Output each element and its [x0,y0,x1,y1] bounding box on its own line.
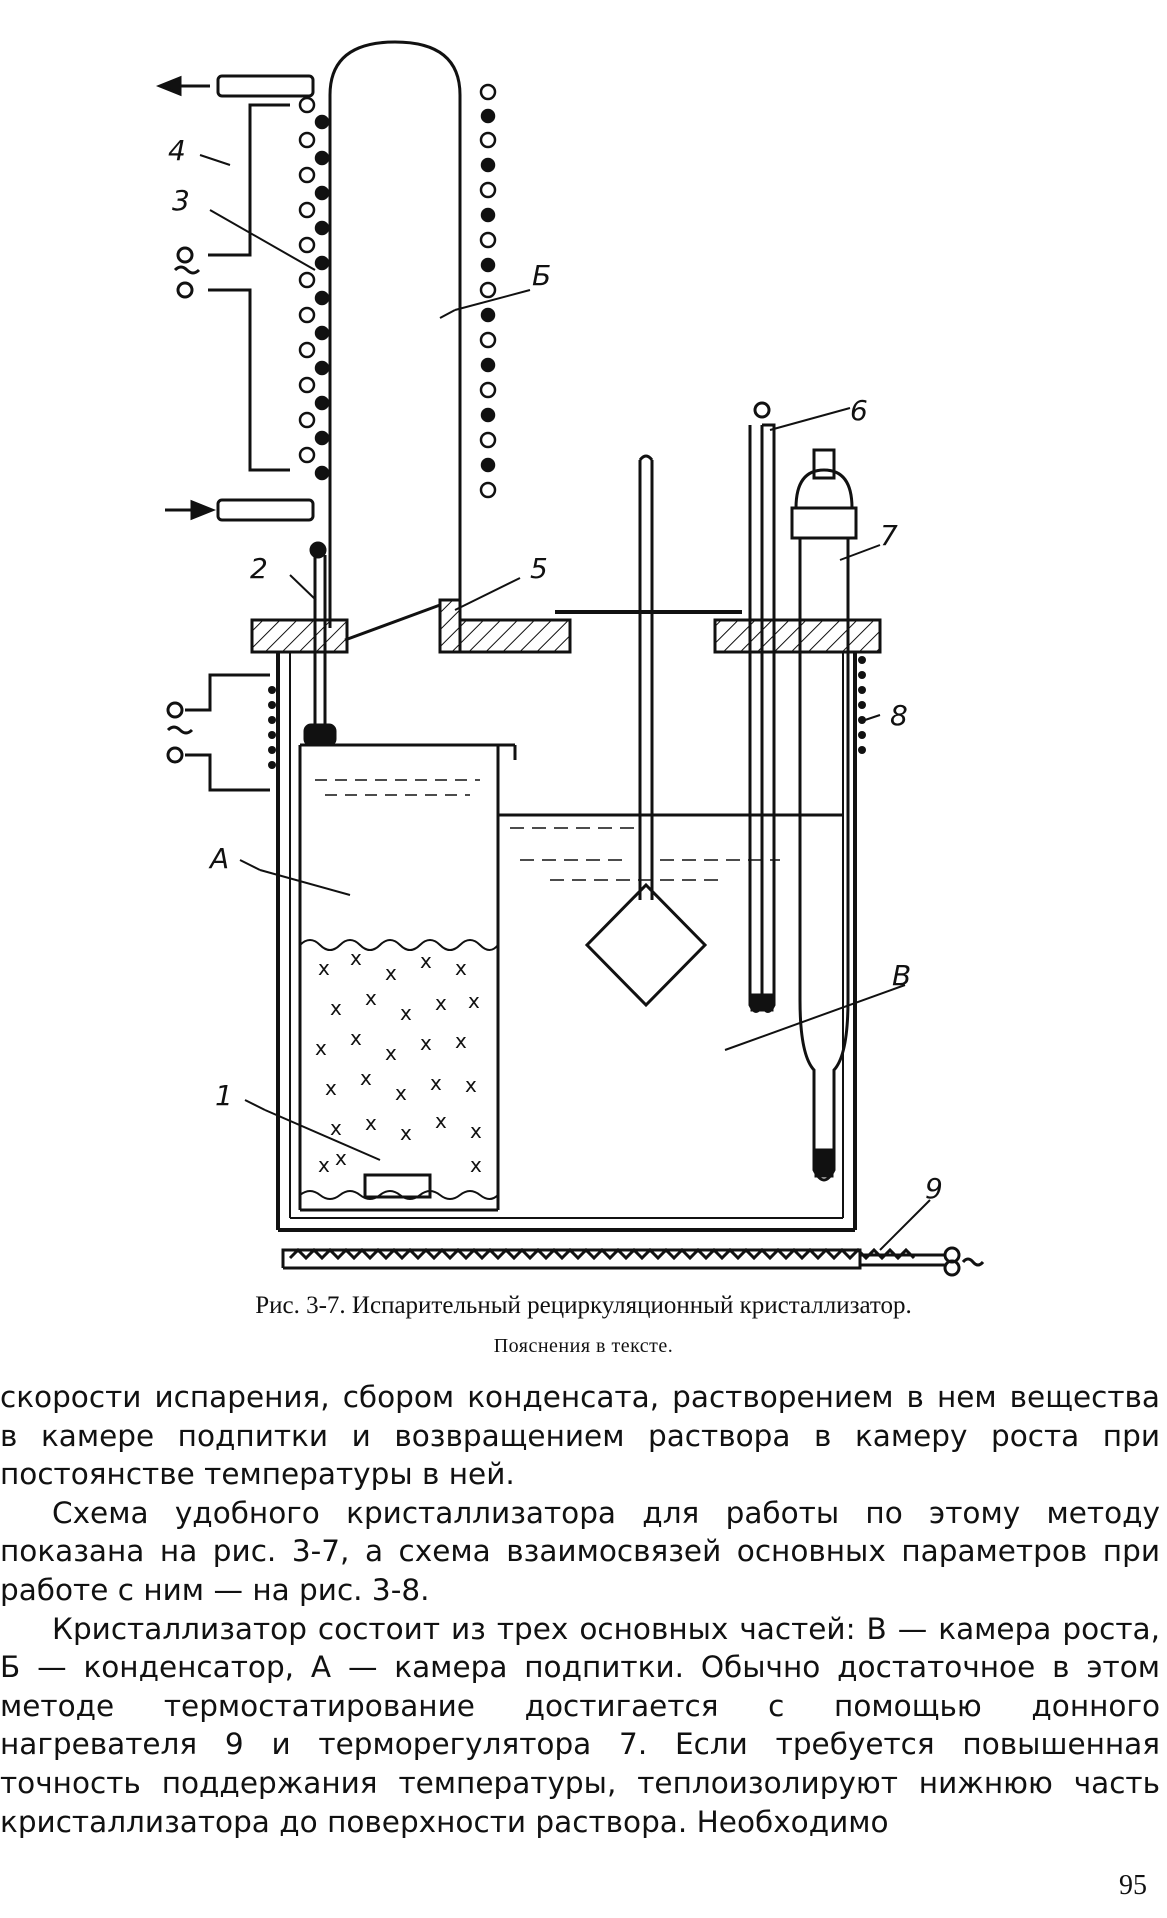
page-number: 95 [1119,1870,1147,1901]
svg-text:x: x [350,1026,362,1050]
side-heater-coil [268,656,866,769]
svg-text:x: x [470,1153,482,1177]
svg-text:x: x [430,1071,442,1095]
svg-text:x: x [435,991,447,1015]
label-6: 6 [850,394,868,427]
svg-text:x: x [365,986,377,1010]
label-2: 2 [250,552,268,585]
label-5: 5 [530,552,548,585]
label-B-condenser: Б [532,259,551,292]
paragraph-2: Схема удобного кристаллизатора для работ… [0,1495,1160,1607]
figure-subcaption: Пояснения в тексте. [493,1335,674,1357]
label-V-growth: В [892,959,911,992]
feed-chamber [298,743,517,1212]
svg-text:x: x [468,989,480,1013]
svg-text:x: x [435,1109,447,1133]
label-3: 3 [172,184,190,217]
svg-text:x: x [395,1081,407,1105]
siphon-tube [303,541,337,747]
svg-text:x: x [385,1041,397,1065]
label-9: 9 [925,1172,943,1205]
bottom-heater [281,1246,985,1277]
svg-text:x: x [420,1031,432,1055]
water-outlet-pipe [216,74,315,98]
svg-text:x: x [318,1153,330,1177]
svg-text:x: x [465,1073,477,1097]
label-A-feed: A [208,842,229,875]
svg-text:x: x [420,949,432,973]
water-inlet-pipe [216,498,315,522]
thermoregulator [790,448,858,1182]
seed-crystal [584,882,708,1008]
paragraph-3: Кристаллизатор состоит из трех основных … [0,1611,1160,1839]
figure-caption: Рис. 3-7. Испарительный рециркуляционный… [255,1292,912,1319]
svg-text:x: x [455,956,467,980]
thermometer [748,401,776,1013]
seed-holder [584,454,708,1008]
svg-text:x: x [350,946,362,970]
paragraph-1: скорости испарения, сбором конденсата, р… [0,1380,1160,1492]
crystallizer-diagram: xxx xx xxx xx xxx xx xxx xx xxx xx xxx [155,40,985,1277]
svg-text:x: x [455,1029,467,1053]
label-4: 4 [168,134,186,167]
svg-text:x: x [400,1001,412,1025]
condenser-tube [328,40,462,628]
svg-text:x: x [365,1111,377,1135]
svg-text:x: x [360,1066,372,1090]
vessel-lid [250,598,882,654]
svg-text:x: x [335,1146,347,1170]
svg-text:x: x [318,956,330,980]
svg-text:x: x [330,1116,342,1140]
svg-text:x: x [330,996,342,1020]
label-1: 1 [215,1079,233,1112]
svg-text:x: x [400,1121,412,1145]
body-text: скорости испарения, сбором конденсата, р… [0,1378,1160,1841]
svg-text:x: x [315,1036,327,1060]
growth-chamber [276,652,857,1232]
svg-text:x: x [385,961,397,985]
condenser-heater-coil [298,83,497,499]
label-7: 7 [880,519,898,552]
svg-text:x: x [325,1076,337,1100]
label-8: 8 [890,699,908,732]
svg-text:x: x [470,1119,482,1143]
